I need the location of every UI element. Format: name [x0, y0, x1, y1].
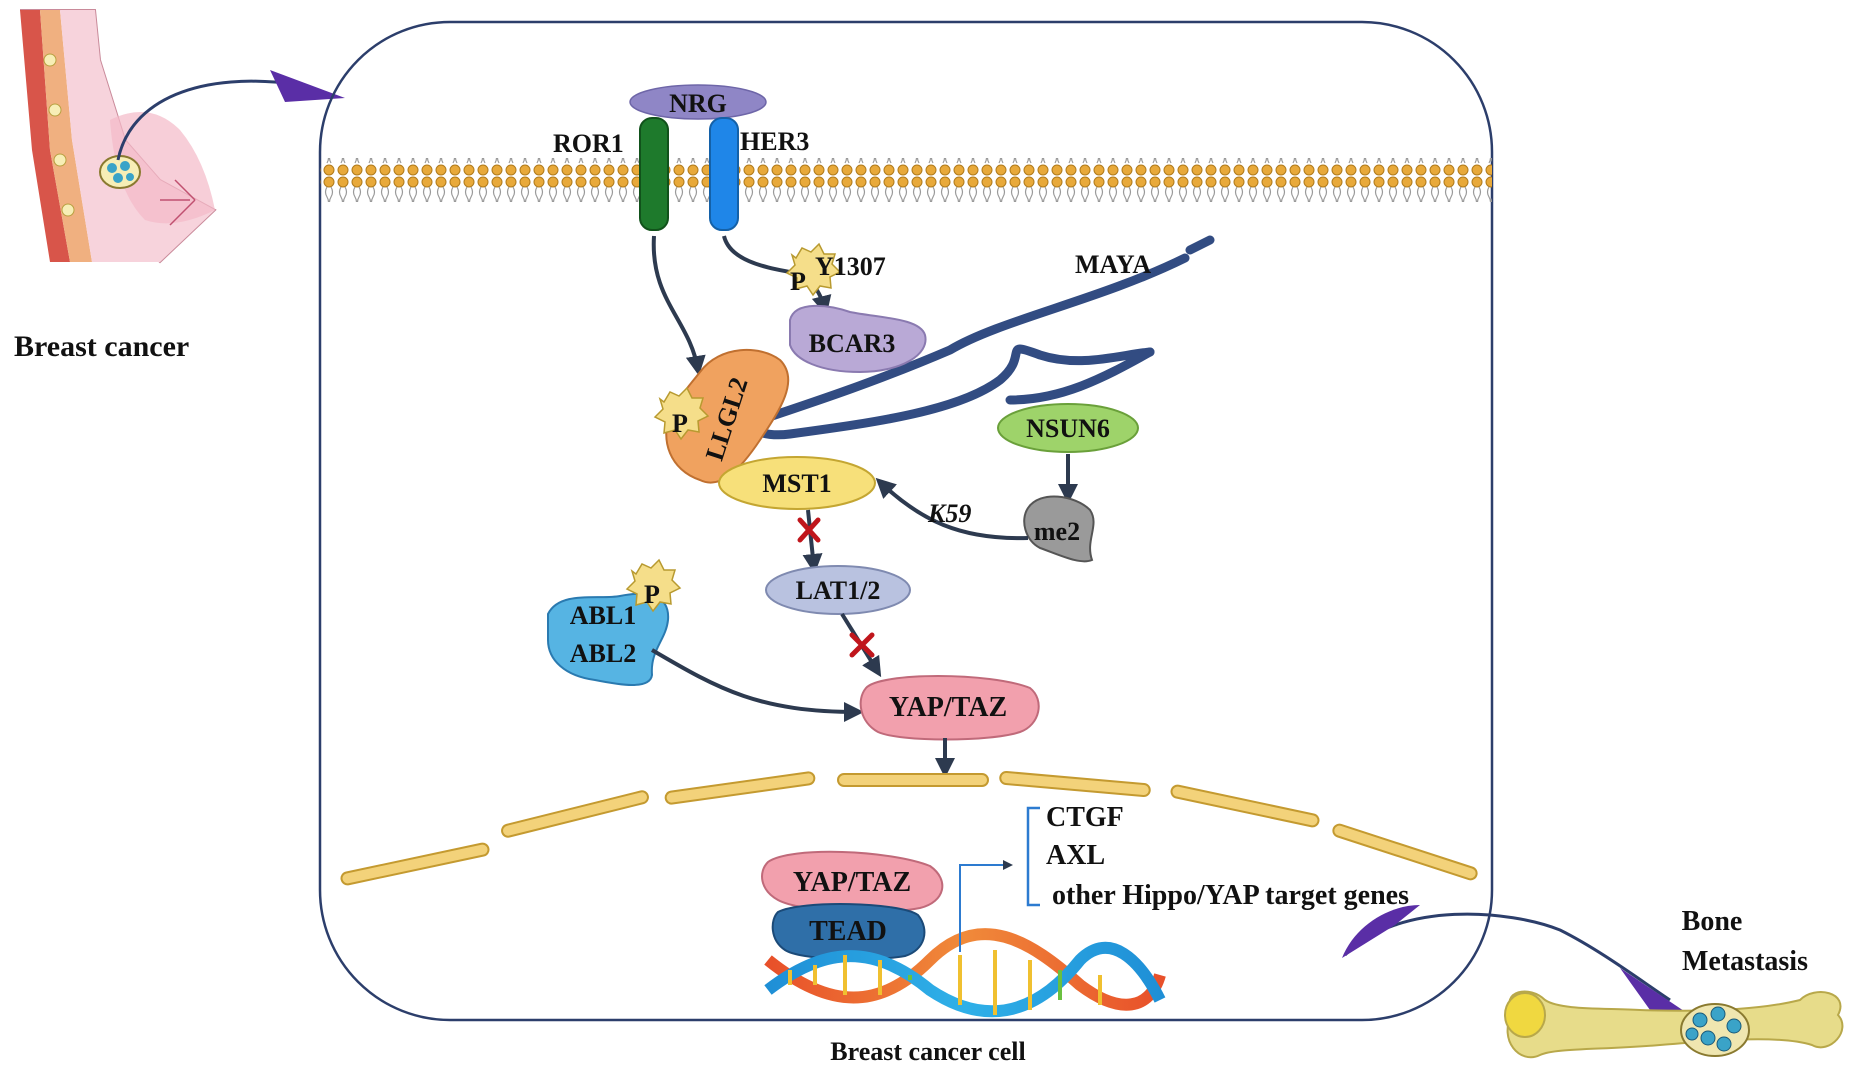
- maya-label: MAYA: [1075, 250, 1151, 279]
- nrg-label: NRG: [669, 89, 727, 118]
- tead-label: TEAD: [809, 916, 887, 947]
- breast-to-cell-arrowhead: [270, 70, 345, 102]
- nsun6-protein: [997, 403, 1139, 453]
- mst1-to-lat12-arrow: [802, 509, 823, 574]
- metastasis-arrowhead-start: [1342, 905, 1420, 958]
- her3-receptor: [709, 117, 739, 231]
- svg-text:P: P: [790, 267, 806, 296]
- svg-text:P: P: [672, 409, 688, 438]
- target-gene-ctgf: CTGF: [1046, 802, 1124, 833]
- dna-helix: [764, 928, 1166, 1018]
- mst1-label: MST1: [762, 469, 831, 498]
- ror1-to-llgl2-arrow: [651, 235, 706, 376]
- breast-cancer-cell-label: Breast cancer cell: [830, 1037, 1025, 1066]
- yaptaz-cytoplasm-protein: [859, 675, 1040, 741]
- dna-to-targets-arrow: [959, 860, 1013, 952]
- mst1-protein: [718, 456, 876, 510]
- k59-label: K59: [927, 499, 971, 528]
- lat12-label: LAT1/2: [796, 576, 881, 605]
- phospho-y1307-badge: P: [785, 242, 842, 297]
- maya-rna-branch: [1005, 347, 1155, 405]
- breast-illustration: [20, 9, 217, 264]
- yaptaz-cytoplasm-label: YAP/TAZ: [889, 692, 1007, 723]
- abl1-label: ABL1: [570, 601, 636, 630]
- cell-membrane: [320, 158, 1492, 202]
- lat12-protein: [765, 565, 911, 615]
- me2-label: me2: [1034, 517, 1080, 546]
- metastasis-arrowhead-end: [1620, 968, 1690, 1015]
- abl-protein: [547, 592, 670, 686]
- svg-text:P: P: [644, 580, 660, 609]
- inhibit-x-lat12: [849, 632, 875, 658]
- tead-protein: [771, 903, 926, 961]
- bone-illustration: [1504, 990, 1844, 1059]
- nrg-ligand: [629, 84, 767, 120]
- metastasis-label: Metastasis: [1682, 946, 1808, 977]
- maya-rna-end: [1185, 235, 1215, 255]
- me2-to-mst1-arrow: [875, 477, 1029, 541]
- target-genes-bracket: [1026, 806, 1040, 907]
- me2-modification: [1023, 495, 1095, 563]
- yaptaz-nuclear-protein: [761, 850, 944, 914]
- ror1-receptor: [639, 117, 669, 231]
- inhibit-x-mst1: [797, 517, 821, 543]
- phospho-llgl2-badge: P: [653, 386, 710, 441]
- her3-label: HER3: [740, 127, 809, 156]
- metastasis-arrow: [1343, 912, 1671, 1002]
- y1307-label: Y1307: [815, 252, 886, 281]
- maya-rna: [747, 253, 1190, 440]
- cell-boundary: [318, 20, 1494, 1022]
- target-gene-axl: AXL: [1046, 840, 1105, 871]
- abl-to-yaptaz-arrow: [650, 648, 864, 722]
- bone-label: Bone: [1682, 906, 1743, 937]
- yaptaz-nuclear-label: YAP/TAZ: [793, 867, 911, 898]
- breast-to-cell-arrow: [116, 79, 301, 161]
- breast-cancer-label: Breast cancer: [14, 330, 189, 363]
- ror1-label: ROR1: [553, 129, 624, 158]
- nsun6-label: NSUN6: [1026, 414, 1110, 443]
- target-gene-other: other Hippo/YAP target genes: [1052, 880, 1409, 911]
- nuclear-envelope: [340, 770, 1478, 886]
- phospho-abl-badge: P: [625, 558, 682, 613]
- bcar3-label: BCAR3: [809, 329, 896, 358]
- abl2-label: ABL2: [570, 639, 636, 668]
- bcar3-protein: [789, 304, 927, 374]
